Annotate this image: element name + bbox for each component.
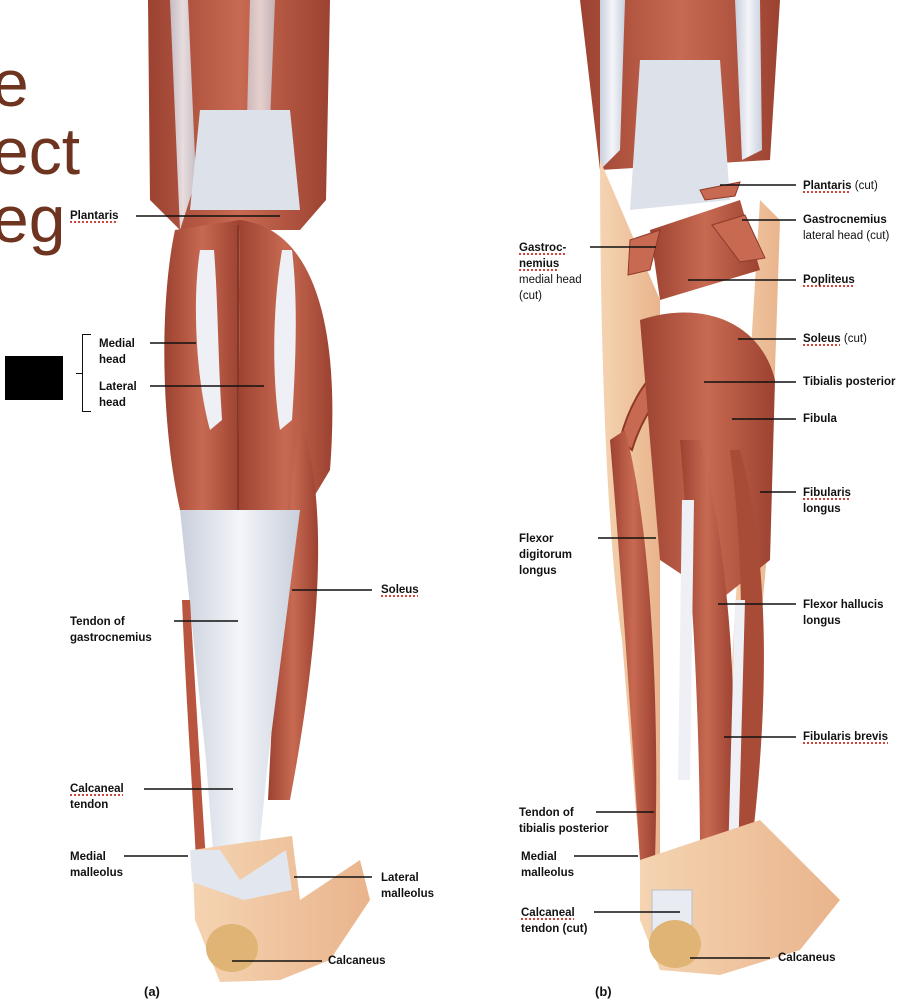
label-gastrocnemius-lateral-head: Gastrocnemius lateral head (cut) bbox=[803, 214, 890, 242]
panel-a-art bbox=[148, 0, 370, 982]
label-lateral-head: Lateral head bbox=[99, 381, 137, 409]
label-tendon-of-gastrocnemius: Tendon of gastrocnemius bbox=[70, 616, 152, 644]
redaction-box bbox=[5, 356, 63, 400]
label-fibularis-brevis: Fibularis brevis bbox=[803, 731, 889, 743]
label-medial-malleolus-a: Medial malleolus bbox=[70, 851, 124, 879]
label-medial-head: Medial head bbox=[99, 338, 135, 366]
label-gastrocnemius-medial-head: Gastroc- nemius medial head (cut) bbox=[519, 242, 582, 302]
label-lateral-malleolus: Lateral malleolus bbox=[381, 872, 435, 900]
label-flexor-digitorum-longus: Flexor digitorum longus bbox=[519, 533, 573, 577]
panel-a-leader-lines bbox=[124, 215, 372, 962]
background-title-line-1: e bbox=[0, 46, 29, 120]
label-tibialis-posterior: Tibialis posterior bbox=[803, 376, 896, 388]
panel-b-leader-lines bbox=[574, 184, 796, 959]
label-calcaneal-tendon: Calcaneal tendon bbox=[70, 783, 124, 811]
label-flexor-hallucis-longus: Flexor hallucis longus bbox=[803, 599, 884, 627]
label-popliteus: Popliteus bbox=[803, 274, 855, 286]
label-plantaris-cut: Plantaris (cut) bbox=[803, 180, 878, 192]
label-medial-malleolus-b: Medial malleolus bbox=[521, 851, 575, 879]
label-fibularis-longus: Fibularis longus bbox=[803, 487, 851, 515]
label-soleus-cut: Soleus (cut) bbox=[803, 333, 867, 345]
head-bracket-tick bbox=[76, 373, 83, 374]
label-calcaneus-b: Calcaneus bbox=[778, 952, 836, 964]
panel-b-art bbox=[580, 0, 840, 975]
label-calcaneus-a: Calcaneus bbox=[328, 955, 386, 967]
label-calcaneal-tendon-cut: Calcaneal tendon (cut) bbox=[521, 907, 588, 935]
label-soleus: Soleus bbox=[381, 584, 419, 596]
head-bracket bbox=[82, 334, 91, 412]
label-plantaris: Plantaris bbox=[70, 210, 119, 222]
panel-a-tag: (a) bbox=[144, 984, 160, 999]
background-title-line-3: eg bbox=[0, 182, 66, 256]
panel-b-tag: (b) bbox=[595, 984, 612, 999]
label-tendon-of-tibialis-posterior: Tendon of tibialis posterior bbox=[519, 807, 609, 835]
label-fibula: Fibula bbox=[803, 413, 837, 425]
background-title-line-2: ect bbox=[0, 114, 81, 188]
